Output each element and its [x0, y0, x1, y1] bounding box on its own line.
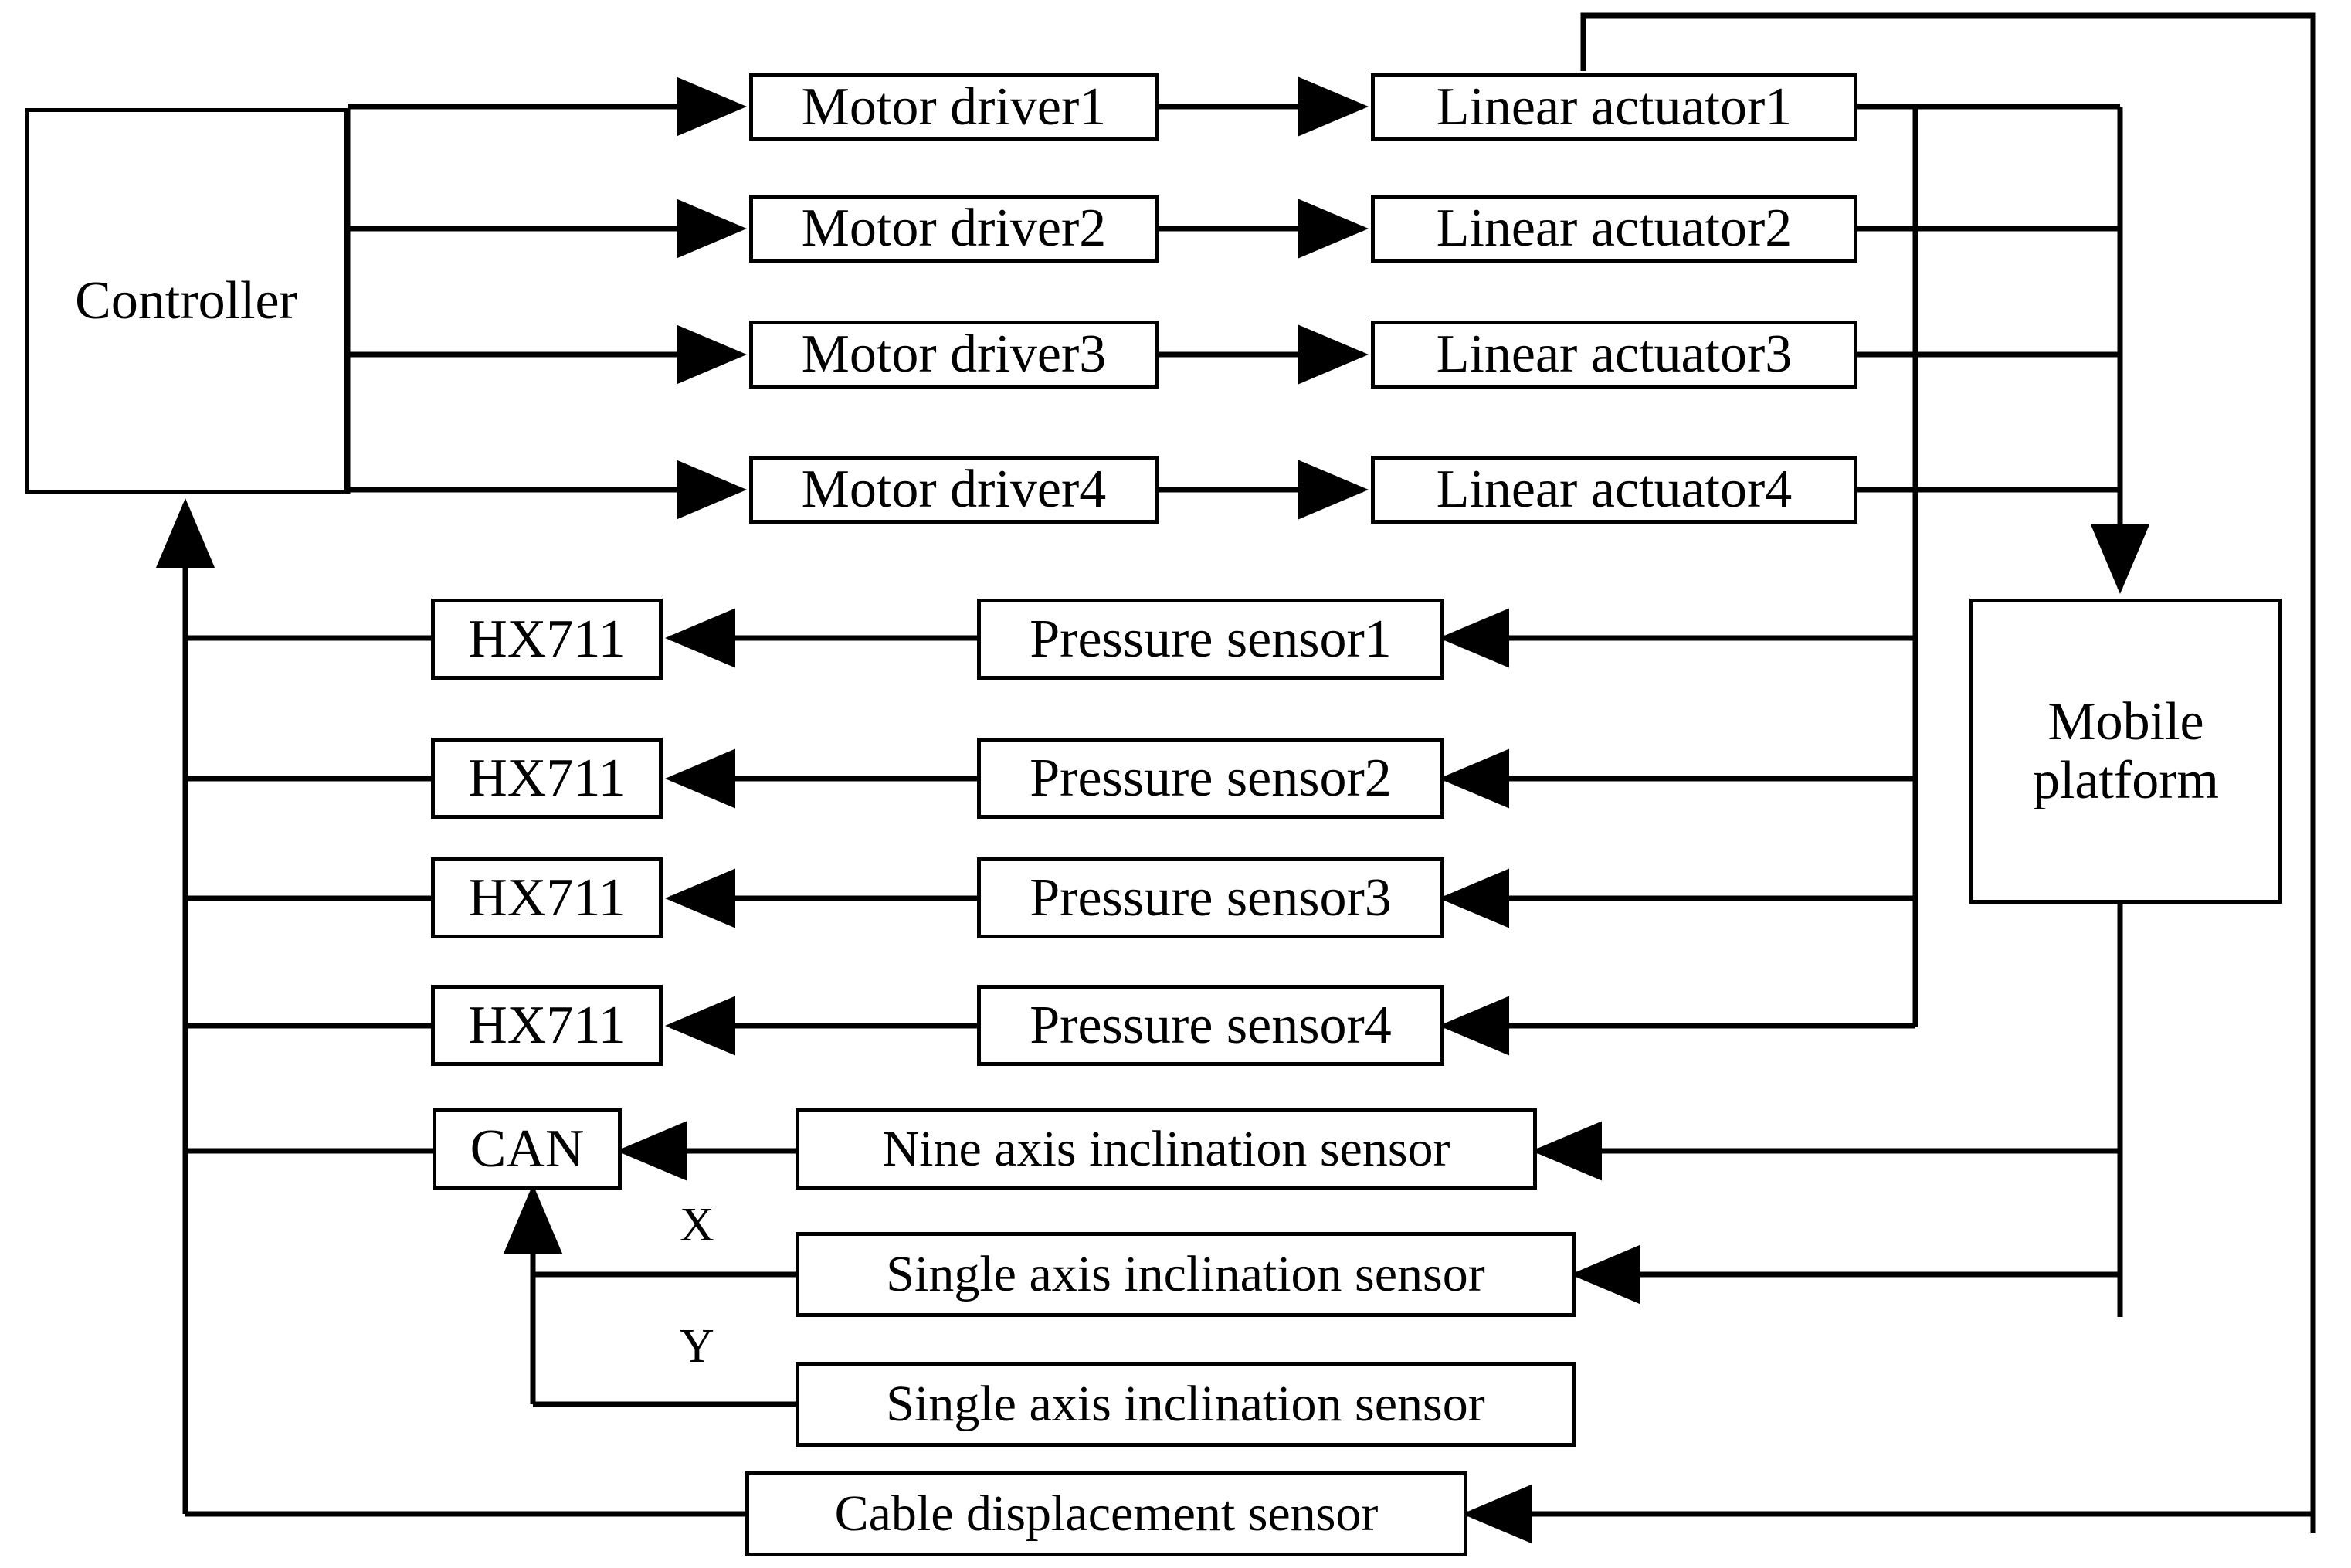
can-label: CAN — [470, 1118, 585, 1179]
cable-displacement-sensor-label: Cable displacement sensor — [834, 1485, 1379, 1543]
node-pressure-sensor-2[interactable]: Pressure sensor2 — [977, 738, 1444, 819]
node-motor-driver-1[interactable]: Motor driver1 — [749, 73, 1159, 141]
linear-actuator-3-label: Linear actuator3 — [1436, 324, 1793, 385]
single-axis-inclination-sensor-y-label: Single axis inclination sensor — [886, 1376, 1485, 1433]
mobile-platform-label: Mobile platform — [2032, 691, 2220, 810]
pressure-sensor-3-label: Pressure sensor3 — [1030, 867, 1392, 928]
linear-actuator-1-label: Linear actuator1 — [1436, 77, 1793, 137]
hx711-3-label: HX711 — [468, 867, 626, 928]
node-motor-driver-3[interactable]: Motor driver3 — [749, 321, 1159, 389]
node-hx711-1[interactable]: HX711 — [431, 599, 663, 680]
node-pressure-sensor-3[interactable]: Pressure sensor3 — [977, 857, 1444, 938]
axis-label-x: X — [680, 1199, 714, 1251]
node-hx711-4[interactable]: HX711 — [431, 985, 663, 1066]
node-linear-actuator-4[interactable]: Linear actuator4 — [1371, 456, 1857, 524]
controller-label: Controller — [75, 271, 297, 331]
node-motor-driver-2[interactable]: Motor driver2 — [749, 195, 1159, 263]
node-hx711-2[interactable]: HX711 — [431, 738, 663, 819]
node-linear-actuator-3[interactable]: Linear actuator3 — [1371, 321, 1857, 389]
hx711-1-label: HX711 — [468, 609, 626, 669]
pressure-sensor-2-label: Pressure sensor2 — [1030, 748, 1392, 808]
pressure-sensor-4-label: Pressure sensor4 — [1030, 995, 1392, 1055]
motor-driver-2-label: Motor driver2 — [801, 199, 1107, 259]
motor-driver-4-label: Motor driver4 — [801, 460, 1107, 520]
wire-linear-actuator-1-top-rail-to-right-column — [1580, 12, 2316, 1533]
node-pressure-sensor-1[interactable]: Pressure sensor1 — [977, 599, 1444, 680]
node-controller[interactable]: Controller — [25, 108, 348, 494]
node-pressure-sensor-4[interactable]: Pressure sensor4 — [977, 985, 1444, 1066]
node-cable-displacement-sensor[interactable]: Cable displacement sensor — [745, 1471, 1467, 1556]
motor-driver-1-label: Motor driver1 — [801, 77, 1107, 137]
pressure-sensor-1-label: Pressure sensor1 — [1030, 609, 1392, 669]
node-linear-actuator-2[interactable]: Linear actuator2 — [1371, 195, 1857, 263]
node-motor-driver-4[interactable]: Motor driver4 — [749, 456, 1159, 524]
node-single-axis-inclination-sensor-y[interactable]: Single axis inclination sensor — [796, 1362, 1576, 1447]
hx711-2-label: HX711 — [468, 748, 626, 808]
nine-axis-inclination-sensor-label: Nine axis inclination sensor — [882, 1120, 1450, 1177]
node-linear-actuator-1[interactable]: Linear actuator1 — [1371, 73, 1857, 141]
linear-actuator-2-label: Linear actuator2 — [1436, 199, 1793, 259]
hx711-4-label: HX711 — [468, 995, 626, 1055]
node-nine-axis-inclination-sensor[interactable]: Nine axis inclination sensor — [796, 1108, 1537, 1190]
axis-label-y: Y — [680, 1320, 714, 1373]
wire-single-axis-x-to-can — [503, 1184, 796, 1278]
single-axis-inclination-sensor-x-label: Single axis inclination sensor — [886, 1246, 1485, 1303]
linear-actuator-4-label: Linear actuator4 — [1436, 460, 1793, 520]
node-mobile-platform[interactable]: Mobile platform — [1969, 599, 2282, 904]
node-hx711-3[interactable]: HX711 — [431, 857, 663, 938]
motor-driver-3-label: Motor driver3 — [801, 324, 1107, 385]
node-single-axis-inclination-sensor-x[interactable]: Single axis inclination sensor — [796, 1232, 1576, 1317]
node-can[interactable]: CAN — [433, 1108, 622, 1190]
